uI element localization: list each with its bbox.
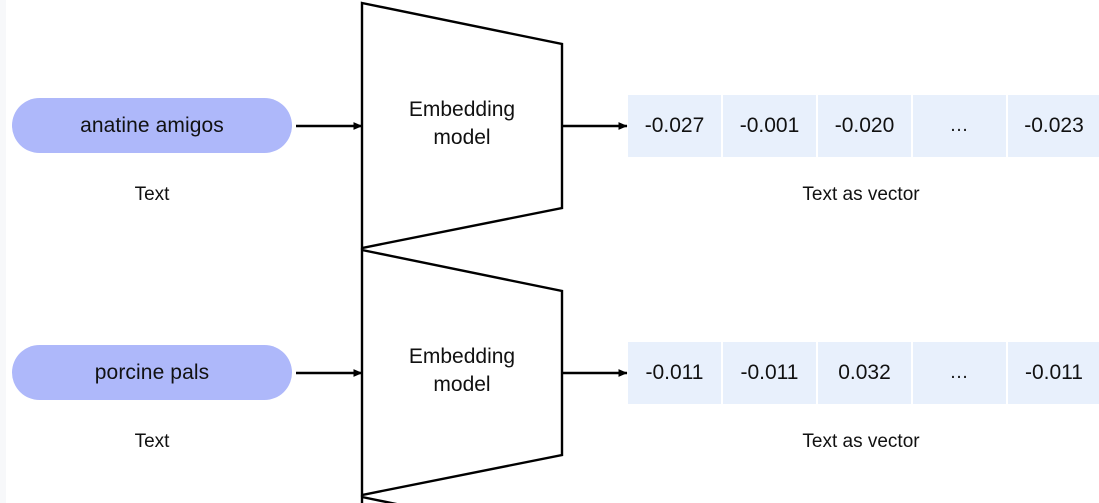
embedding-model-label-1: Embedding model [382,96,542,152]
embedding-model-shape-1 [360,1,564,250]
input-caption-1: Text [134,184,170,205]
vector-caption-2: Text as vector [802,431,920,452]
input-pill-label-2: porcine pals [94,360,210,384]
vector-row-1: -0.027 -0.001 -0.020 … -0.023 [628,95,1099,157]
embedding-model-label-2-line2: model [433,373,491,396]
vector-cell: -0.023 [1008,95,1099,157]
vector-cell: 0.032 [818,342,911,404]
vector-cell-ellipsis: … [913,342,1006,404]
input-pill-1[interactable]: anatine amigos [12,98,292,153]
embedding-model-shape-3-partial [360,495,398,503]
vector-cell: -0.027 [628,95,721,157]
vector-cell: -0.011 [723,342,816,404]
vector-cell: -0.011 [1008,342,1099,404]
input-pill-label-1: anatine amigos [80,113,224,137]
input-pill-2[interactable]: porcine pals [12,345,292,400]
embedding-model-label-2: Embedding model [382,343,542,399]
canvas-left-edge-strip [0,0,6,503]
embedding-model-label-1-line2: model [433,126,491,149]
vector-cell: -0.020 [818,95,911,157]
input-caption-2: Text [134,431,170,452]
vector-cell: -0.011 [628,342,721,404]
vector-caption-1: Text as vector [802,184,920,205]
embedding-model-label-2-line1: Embedding [408,345,516,368]
embedding-model-shape-2 [360,248,564,497]
vector-cell-ellipsis: … [913,95,1006,157]
vector-cell: -0.001 [723,95,816,157]
embedding-model-label-1-line1: Embedding [408,98,516,121]
vector-row-2: -0.011 -0.011 0.032 … -0.011 [628,342,1099,404]
